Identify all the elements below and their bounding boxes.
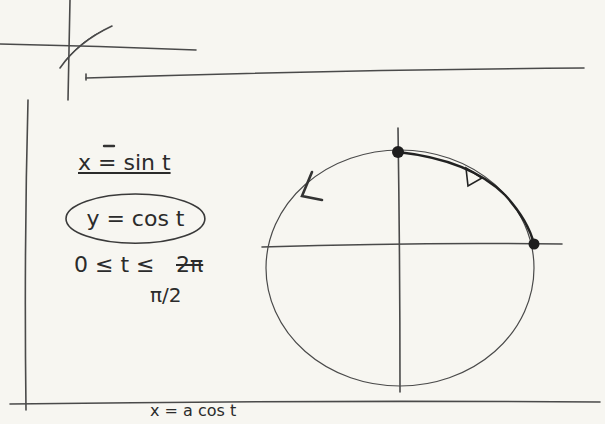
small-axis: [68, 0, 70, 100]
small-curve: [64, 30, 104, 62]
direction-mark: [302, 172, 322, 200]
circled-equation: y = cos t: [64, 192, 207, 245]
frame-line: [25, 100, 28, 410]
traced-arc: [398, 152, 534, 244]
overline-mark: [104, 145, 114, 147]
handwritten-label: π/2: [150, 284, 182, 307]
handwritten-label: 0 ≤ t ≤: [74, 252, 154, 277]
handwritten-label: 2π: [176, 252, 203, 277]
ellipse-outline: [66, 194, 205, 243]
point-dot: [392, 146, 404, 158]
arrowhead: [466, 168, 482, 186]
x-axis: [262, 243, 562, 247]
ruled-line: [0, 44, 196, 50]
ruled-line: [86, 68, 584, 78]
equation-text: y = cos t: [86, 206, 184, 231]
point-dot: [529, 239, 540, 250]
small-curve: [60, 26, 112, 68]
handwritten-label: x = sin t: [78, 150, 171, 175]
frame-line: [10, 401, 600, 404]
handwritten-label: x = a cos t: [150, 402, 236, 420]
y-axis: [398, 128, 400, 392]
ruled-line: [85, 74, 87, 80]
